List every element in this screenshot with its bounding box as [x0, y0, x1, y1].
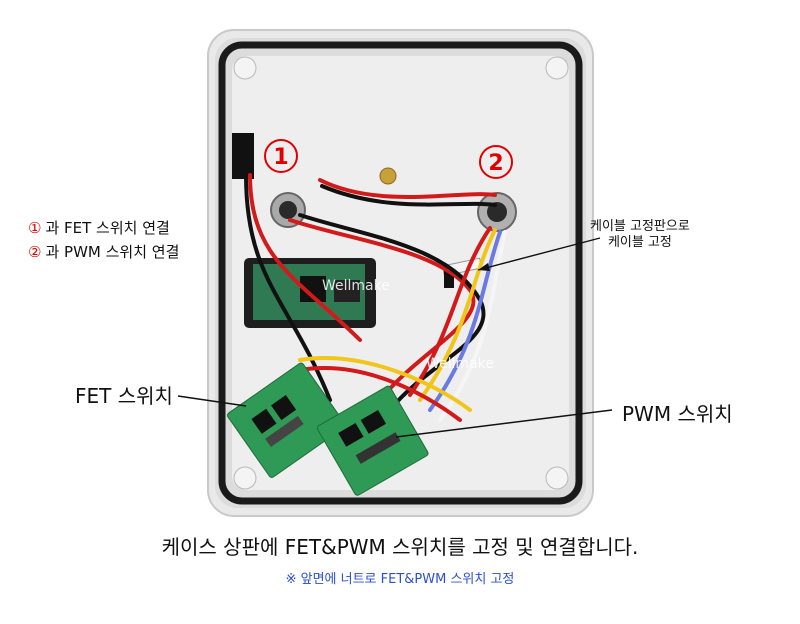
fet-switch-label: FET 스위치 — [75, 384, 173, 408]
note: ※ 앞면에 너트로 FET&PWM 스위치 고정 — [285, 572, 515, 587]
marker-2: 2 — [479, 145, 513, 179]
watermark-1: Wellmake — [322, 278, 390, 294]
cable-fix-label: 케이블 고정판으로 케이블 고정 — [590, 219, 690, 251]
legend-text-2: 과 PWM 스위치 연결 — [45, 243, 180, 261]
legend-num-2: ② — [28, 243, 42, 261]
pwm-switch-label: PWM 스위치 — [622, 402, 733, 426]
cable-fix-line-1: 케이블 고정판으로 — [590, 219, 690, 234]
watermark-2: Wellmake — [426, 356, 494, 372]
cable-fix-line-2: 케이블 고정 — [607, 235, 672, 250]
caption: 케이스 상판에 FET&PWM 스위치를 고정 및 연결합니다. — [161, 535, 639, 559]
legend-text-1: 과 FET 스위치 연결 — [45, 219, 170, 237]
legend-num-1: ① — [28, 219, 42, 237]
marker-1: 1 — [264, 139, 298, 173]
